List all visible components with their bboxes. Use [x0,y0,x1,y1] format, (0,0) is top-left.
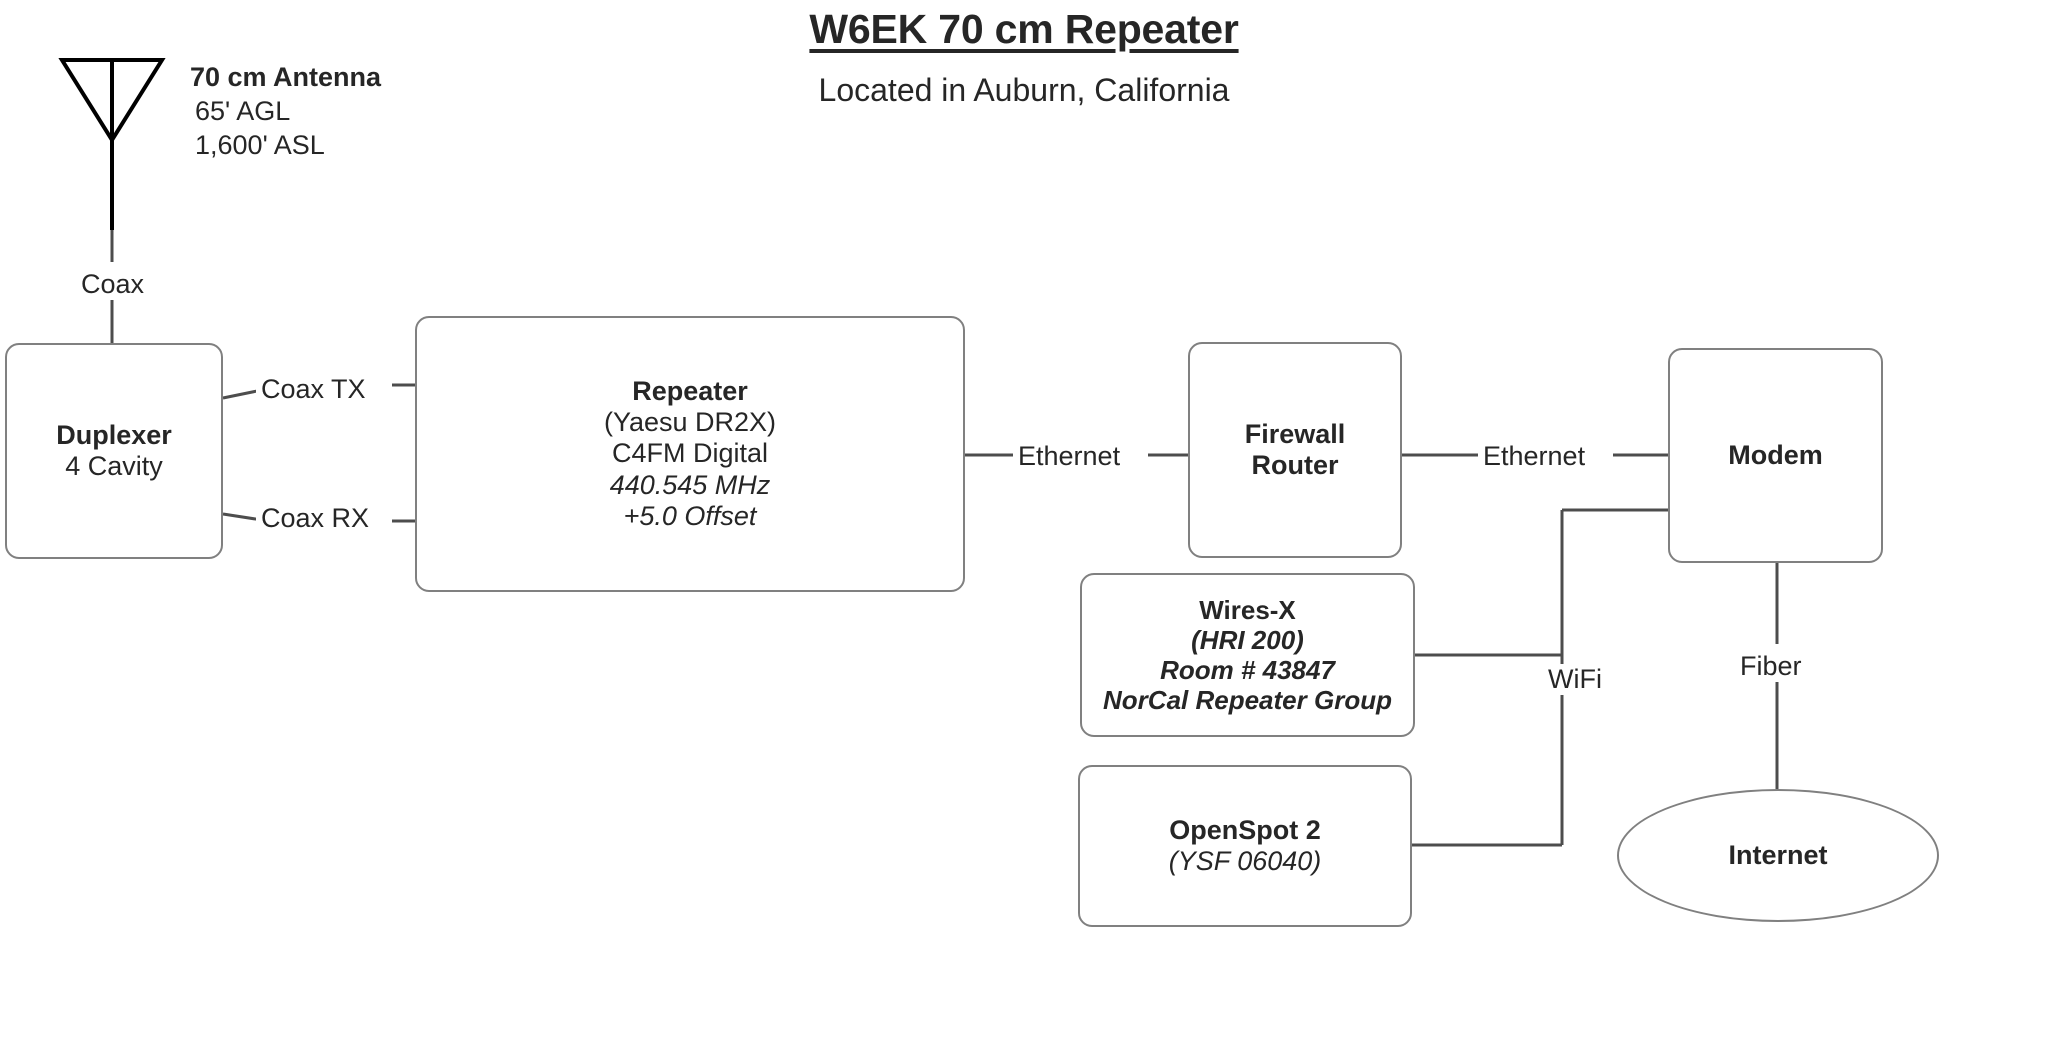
node-openspot-line1: OpenSpot 2 [1169,814,1321,845]
node-internet[interactable]: Internet [1617,789,1939,922]
link-label-fiber: Fiber [1735,651,1807,682]
node-repeater-line2: (Yaesu DR2X) [603,407,777,438]
page-subtitle: Located in Auburn, California [818,72,1230,108]
antenna-title-label: 70 cm Antenna [190,62,382,93]
node-wires-x-device: (HRI 200) [1191,624,1304,655]
wire-coax-tx-left [222,388,263,400]
node-wires-x[interactable]: Wires-X (HRI 200) Room # 43847 NorCal Re… [1080,573,1415,737]
node-repeater-line1: Repeater [632,375,748,406]
node-repeater-frequency: 440.545 MHz [609,469,771,500]
link-label-ethernet-router-modem: Ethernet [1478,441,1591,472]
node-wires-x-line1: Wires-X [1199,594,1296,625]
link-label-wifi: WiFi [1543,664,1607,695]
node-duplexer-line2: 4 Cavity [65,451,163,481]
link-label-coax-tx: Coax TX [256,374,371,405]
node-openspot[interactable]: OpenSpot 2 (YSF 06040) [1078,765,1412,927]
node-internet-label: Internet [1728,840,1828,870]
node-duplexer-line1: Duplexer [56,419,172,450]
antenna-asl-label: 1,600' ASL [190,130,330,161]
link-label-ethernet-repeater-router: Ethernet [1013,441,1126,472]
node-firewall-router[interactable]: Firewall Router [1188,342,1402,558]
node-repeater-offset: +5.0 Offset [623,500,757,531]
node-firewall-router-line1: Firewall [1244,418,1346,449]
antenna-triangle-icon [58,58,166,230]
node-wires-x-group: NorCal Repeater Group [1103,685,1392,716]
wire-coax-rx-left [222,512,263,522]
antenna-agl-label: 65' AGL [190,96,296,127]
node-modem[interactable]: Modem [1668,348,1883,563]
node-repeater[interactable]: Repeater (Yaesu DR2X) C4FM Digital 440.5… [415,316,965,592]
link-label-coax-rx: Coax RX [256,503,375,534]
node-duplexer[interactable]: Duplexer 4 Cavity [5,343,223,559]
node-modem-line1: Modem [1728,439,1823,470]
node-openspot-id: (YSF 06040) [1168,846,1322,876]
node-firewall-router-line2: Router [1251,450,1339,480]
page-title: W6EK 70 cm Repeater [809,6,1239,52]
node-wires-x-room: Room # 43847 [1160,655,1335,685]
link-label-coax: Coax [76,269,150,300]
node-repeater-line3: C4FM Digital [611,438,769,469]
